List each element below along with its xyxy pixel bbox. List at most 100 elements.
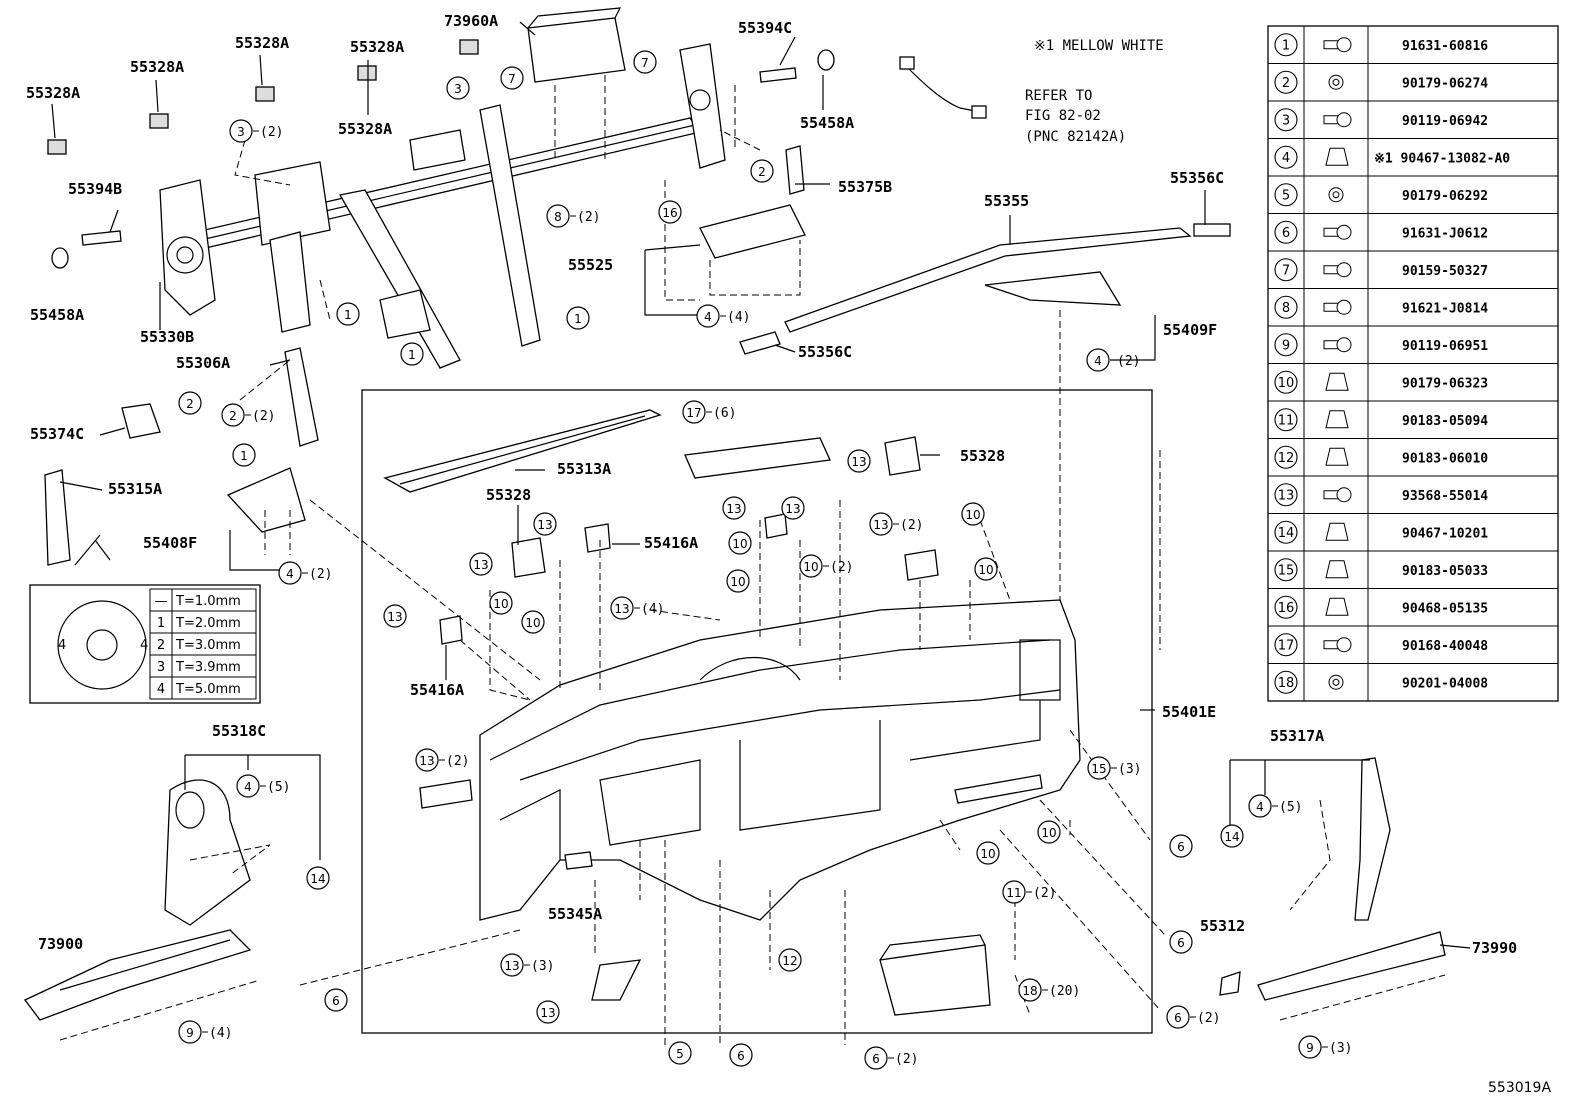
label-55306A: 55306A	[176, 354, 230, 372]
callout-16-9: 16	[658, 200, 682, 224]
label-55375B: 55375B	[838, 178, 892, 196]
callout-13-46: 13(3)	[500, 953, 554, 977]
part-17-cover	[684, 437, 831, 479]
svg-text:18: 18	[1022, 984, 1037, 998]
cap-55458A-b	[51, 247, 69, 269]
svg-text:2: 2	[229, 409, 237, 423]
refer-line3: (PNC 82142A)	[1025, 129, 1126, 145]
thickness-mark: 2	[157, 638, 165, 653]
diagram-id: 553019A	[1488, 1080, 1551, 1096]
fastener-icon	[1325, 372, 1349, 391]
svg-text:10: 10	[803, 560, 818, 574]
fastener-part-number: 93568-55014	[1402, 489, 1488, 504]
thickness-value: T=5.0mm	[175, 682, 241, 697]
svg-text:(2): (2)	[446, 754, 469, 769]
fastener-part-number: 90119-06942	[1402, 114, 1488, 129]
fastener-part-number: 90168-40048	[1402, 639, 1488, 654]
fastener-icon	[1325, 522, 1349, 541]
fastener-no: 3	[1282, 113, 1290, 128]
callout-6-51: 6	[324, 988, 348, 1012]
svg-text:(2): (2)	[900, 518, 923, 533]
callout-5-48: 5	[668, 1041, 692, 1065]
svg-text:(2): (2)	[309, 567, 332, 582]
svg-text:2: 2	[758, 165, 766, 179]
strip-55356C-a	[1193, 223, 1231, 237]
label-55374C: 55374C	[30, 425, 84, 443]
thickness-mark: 1	[157, 616, 165, 631]
callout-6-45: 6(2)	[1166, 1005, 1220, 1029]
svg-text:10: 10	[493, 597, 508, 611]
callout-2-12: 2(2)	[221, 403, 275, 427]
callout-7-3: 7	[633, 50, 657, 74]
lower-cover-73990	[1257, 931, 1446, 1001]
svg-text:(2): (2)	[1033, 886, 1056, 901]
callout-1-13: 1	[232, 443, 256, 467]
svg-text:3: 3	[454, 82, 462, 96]
svg-text:(4): (4)	[641, 602, 664, 617]
svg-text:(3): (3)	[531, 959, 554, 974]
svg-text:10: 10	[732, 537, 747, 551]
svg-text:10: 10	[978, 563, 993, 577]
svg-text:(2): (2)	[1117, 354, 1140, 369]
svg-text:3: 3	[237, 125, 245, 139]
callout-11-39: 11(2)	[1002, 880, 1056, 904]
svg-text:9: 9	[1306, 1041, 1314, 1055]
label-55458A-a: 55458A	[800, 114, 854, 132]
callout-13-22: 13 (2)	[869, 512, 923, 536]
svg-text:4: 4	[1256, 800, 1264, 814]
svg-text:(2): (2)	[577, 210, 600, 225]
fastener-icon	[1323, 262, 1352, 278]
bracket-55328-a	[884, 436, 921, 476]
label-55312: 55312	[1200, 917, 1245, 935]
callout-6-40: 6	[1169, 930, 1193, 954]
instrument-panel-55401E	[479, 599, 1081, 921]
fastener-icon	[1323, 224, 1352, 240]
panel-frame-box	[361, 389, 1153, 1034]
fastener-no: 5	[1282, 188, 1290, 203]
bracket-55416A-b	[439, 615, 463, 645]
solid-leaders	[51, 21, 1471, 949]
fastener-no: 4	[1282, 151, 1290, 166]
fastener-icon	[1325, 410, 1349, 429]
strip-55355	[784, 227, 1192, 333]
svg-text:14: 14	[1224, 830, 1239, 844]
fastener-no: 6	[1282, 226, 1290, 241]
bolt-55394B	[81, 230, 122, 246]
fastener-part-number: 90183-05033	[1402, 564, 1488, 579]
reinforcement-frame	[44, 43, 726, 566]
label-55328A-b: 55328A	[130, 58, 184, 76]
fastener-no: 11	[1278, 413, 1295, 428]
thickness-mark: —	[155, 594, 168, 609]
label-55328A-a: 55328A	[235, 34, 289, 52]
callout-6-50: 6(2)	[864, 1046, 918, 1070]
svg-text:4: 4	[1094, 354, 1102, 368]
refer-line2: FIG 82-02	[1025, 108, 1101, 124]
fastener-icon	[1323, 337, 1352, 353]
fastener-part-number: ※1 90467-13082-A0	[1374, 151, 1510, 166]
svg-text:13: 13	[873, 518, 888, 532]
callout-4-41: 4(5)	[1248, 794, 1302, 818]
label-55525: 55525	[568, 256, 613, 274]
callout-2-11: 2	[178, 391, 202, 415]
svg-text:(4): (4)	[209, 1026, 232, 1041]
fastener-icon	[1323, 487, 1352, 503]
callout-18-44: 18(20)	[1018, 978, 1080, 1002]
fastener-part-number: 90467-10201	[1402, 526, 1488, 541]
svg-text:10: 10	[730, 575, 745, 589]
label-55355: 55355	[984, 192, 1029, 210]
callout-14-34: 14	[306, 866, 330, 890]
svg-text:6: 6	[1177, 840, 1185, 854]
label-55317A: 55317A	[1270, 727, 1324, 745]
fastener-no: 8	[1282, 301, 1290, 316]
label-55408F: 55408F	[143, 534, 197, 552]
bracket-55328-b	[511, 537, 546, 578]
svg-text:6: 6	[332, 994, 340, 1008]
bracket-13-3	[591, 959, 642, 1001]
thickness-value: T=3.0mm	[175, 638, 241, 653]
label-55394C: 55394C	[738, 19, 792, 37]
label-55315A: 55315A	[108, 480, 162, 498]
fastener-icon	[1328, 74, 1344, 90]
fastener-no: 17	[1278, 638, 1295, 653]
callout-4-10: 4(4)	[696, 304, 750, 328]
wire-harness	[904, 64, 981, 113]
